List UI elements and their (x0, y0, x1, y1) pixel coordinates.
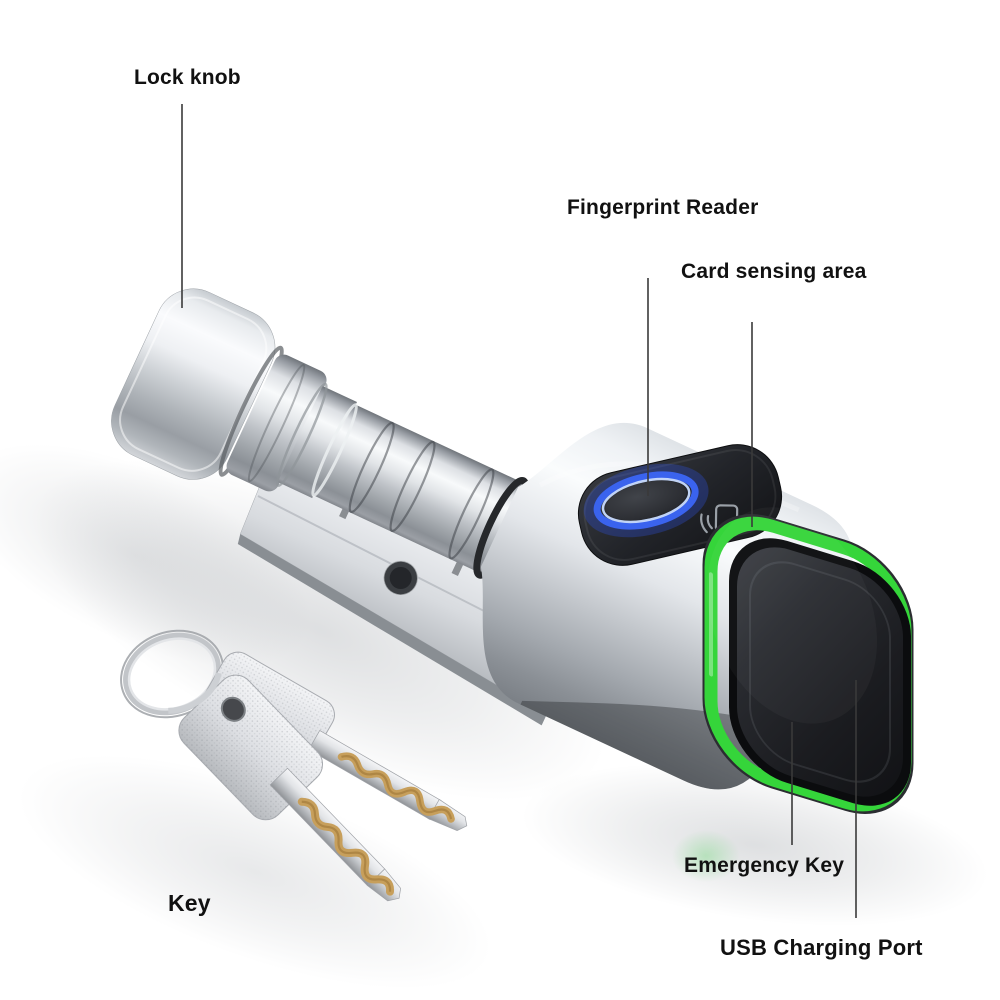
label-key: Key (168, 890, 211, 916)
label-usb-charging-port: USB Charging Port (720, 935, 923, 960)
fingerprint-ring-icon (583, 463, 709, 538)
shaft-groove (448, 468, 495, 560)
knob-collar (226, 354, 357, 499)
shaft-groove (389, 440, 436, 533)
emergency-key-usb-cover (737, 547, 903, 797)
soft-shadows (0, 443, 988, 990)
fingerprint-panel (577, 444, 783, 566)
head-front (702, 514, 914, 814)
leader-lines (181, 104, 857, 918)
keyring-front-coil (168, 672, 222, 714)
spare-keys (120, 629, 468, 902)
label-lock-knob: Lock knob (134, 66, 241, 89)
label-emergency-key: Emergency Key (684, 854, 845, 877)
green-light-reflection (672, 830, 740, 882)
fingerprint-pad (605, 480, 687, 521)
shaft-groove (348, 421, 395, 514)
key-a-hole (220, 696, 246, 722)
key-a (178, 674, 402, 902)
lock-knob (111, 288, 284, 480)
label-card-sensing-area: Card sensing area (681, 260, 867, 283)
label-fingerprint-reader: Fingerprint Reader (567, 196, 759, 219)
front-face-cap (729, 538, 911, 806)
